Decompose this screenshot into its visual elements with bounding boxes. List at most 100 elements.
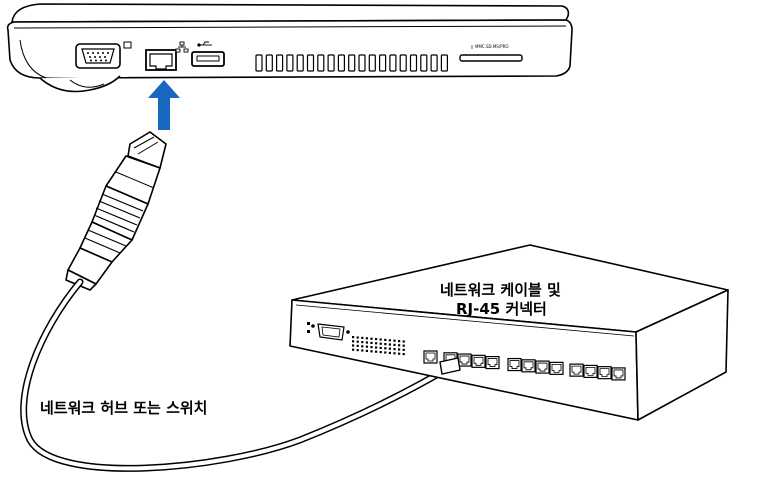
switch-led	[402, 340, 405, 343]
switch-led	[370, 337, 373, 340]
switch-port	[485, 355, 500, 370]
switch-led	[365, 341, 368, 344]
switch-led	[352, 340, 355, 343]
vent-slot	[430, 54, 438, 72]
vent-slot	[327, 54, 335, 72]
up-arrow-icon	[148, 80, 180, 130]
switch-console-port	[307, 322, 350, 341]
switch-led	[365, 345, 368, 348]
network-switch-icon	[289, 244, 729, 421]
switch-led	[398, 348, 401, 351]
network-cable	[21, 280, 454, 471]
switch-led-grid	[352, 336, 405, 356]
vent-slot	[368, 54, 376, 72]
switch-led	[361, 345, 364, 348]
vent-slot	[420, 54, 428, 72]
switch-led	[402, 353, 405, 356]
switch-led	[388, 351, 391, 354]
switch-port	[457, 353, 472, 367]
vent-slot	[255, 54, 263, 72]
switch-port	[521, 359, 536, 373]
cable-connector-label-line1: 네트워크 케이블 및	[440, 281, 561, 299]
switch-port	[535, 360, 550, 374]
switch-led	[379, 342, 382, 345]
vent-grille	[255, 54, 448, 72]
switch-led	[375, 342, 378, 345]
card-reader-slot: MMC.SD.MS/PRO	[459, 44, 523, 62]
switch-led	[384, 343, 387, 346]
switch-port	[507, 357, 522, 372]
monitor-icon	[123, 41, 132, 49]
vent-slot	[276, 54, 284, 72]
switch-led	[370, 350, 373, 353]
switch-port	[597, 366, 612, 380]
vent-slot	[379, 54, 387, 72]
switch-port	[549, 361, 564, 375]
switch-led	[365, 337, 368, 340]
card-slot-label: MMC.SD.MS/PRO	[475, 44, 509, 49]
hub-switch-label: 네트워크 허브 또는 스위치	[40, 399, 208, 417]
network-icon	[175, 41, 189, 53]
switch-led	[352, 344, 355, 347]
vent-slot	[389, 54, 397, 72]
switch-port	[423, 350, 438, 364]
switch-led	[388, 339, 391, 342]
switch-led	[356, 344, 359, 347]
vent-slot	[296, 54, 304, 72]
vent-slot	[306, 54, 315, 72]
switch-led	[361, 341, 364, 344]
vent-slot	[440, 54, 448, 72]
switch-port	[471, 354, 486, 368]
switch-led	[384, 351, 387, 354]
switch-led	[352, 348, 355, 351]
switch-led	[384, 338, 387, 341]
usb-icon	[197, 41, 212, 47]
switch-led	[375, 350, 378, 353]
switch-led	[388, 343, 391, 346]
laptop-foot	[39, 75, 121, 93]
vga-port-icon	[75, 43, 121, 69]
switch-led	[388, 347, 391, 350]
switch-ports	[423, 350, 626, 381]
switch-led	[398, 344, 401, 347]
switch-led	[393, 352, 396, 355]
switch-led	[393, 343, 396, 346]
vent-slot	[317, 54, 325, 72]
switch-led	[356, 349, 359, 352]
switch-led	[398, 352, 401, 355]
switch-led	[402, 348, 405, 351]
vent-slot	[265, 54, 273, 72]
switch-led	[361, 336, 364, 339]
switch-led	[393, 348, 396, 351]
switch-led	[379, 351, 382, 354]
cable-connector-label-line2: RJ-45 커넥터	[456, 300, 547, 318]
vent-slot	[409, 54, 418, 72]
switch-led	[356, 336, 359, 339]
rj45-connector-icon	[65, 131, 167, 291]
switch-led	[356, 340, 359, 343]
switch-led	[370, 346, 373, 349]
switch-port	[569, 363, 584, 377]
switch-led	[379, 338, 382, 341]
switch-port	[611, 367, 626, 381]
vent-slot	[286, 54, 294, 72]
vent-slot	[348, 54, 356, 72]
switch-led	[375, 338, 378, 341]
laptop-lid	[11, 3, 570, 23]
cable-plug-in-switch	[439, 357, 461, 375]
usb-port-icon	[191, 51, 225, 67]
switch-led	[398, 340, 401, 343]
switch-led	[370, 341, 373, 344]
switch-led	[379, 346, 382, 349]
switch-side	[635, 289, 729, 421]
vent-slot	[337, 54, 345, 72]
switch-led	[365, 349, 368, 352]
switch-led	[393, 339, 396, 342]
switch-led	[402, 344, 405, 347]
vent-slot	[358, 54, 366, 72]
vent-slot	[399, 54, 407, 72]
switch-port	[583, 364, 598, 378]
switch-led	[375, 346, 378, 349]
switch-led	[384, 347, 387, 350]
